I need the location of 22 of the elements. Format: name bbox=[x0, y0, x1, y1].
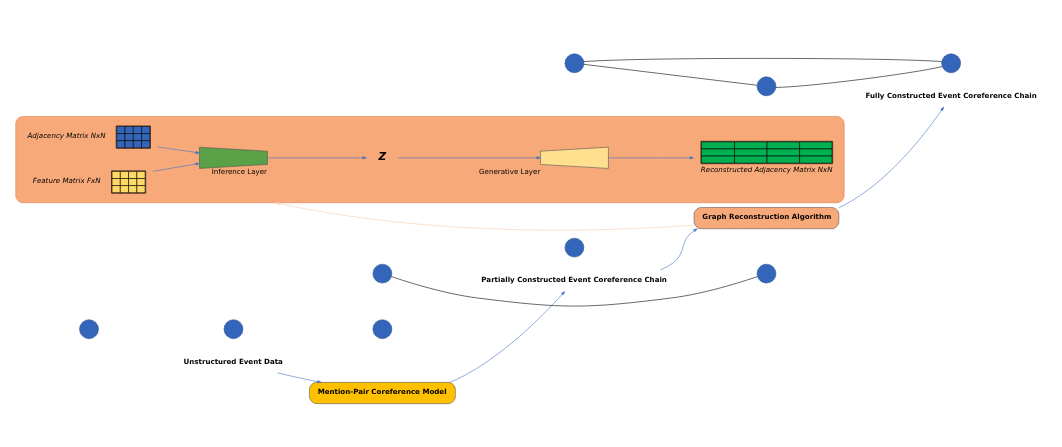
arrow bbox=[608, 155, 694, 159]
node-circle bbox=[372, 263, 393, 283]
node-circle bbox=[756, 76, 777, 96]
arrow bbox=[660, 228, 698, 270]
arrow bbox=[398, 155, 541, 159]
arrow bbox=[152, 162, 200, 172]
arrow bbox=[275, 201, 695, 230]
node-circle bbox=[564, 237, 585, 257]
arrow bbox=[838, 106, 944, 208]
arrow bbox=[267, 155, 367, 159]
node-box bbox=[199, 146, 268, 169]
node-circle bbox=[941, 53, 961, 73]
node-box bbox=[540, 146, 609, 169]
arrow bbox=[157, 146, 200, 154]
arrow bbox=[277, 372, 322, 383]
arrow bbox=[449, 290, 565, 383]
node-circle bbox=[756, 263, 777, 283]
node-text: Z bbox=[378, 149, 387, 163]
node-circle bbox=[372, 318, 393, 339]
node-circle bbox=[564, 53, 585, 73]
node-circle bbox=[223, 318, 244, 339]
node-circle bbox=[79, 318, 99, 339]
